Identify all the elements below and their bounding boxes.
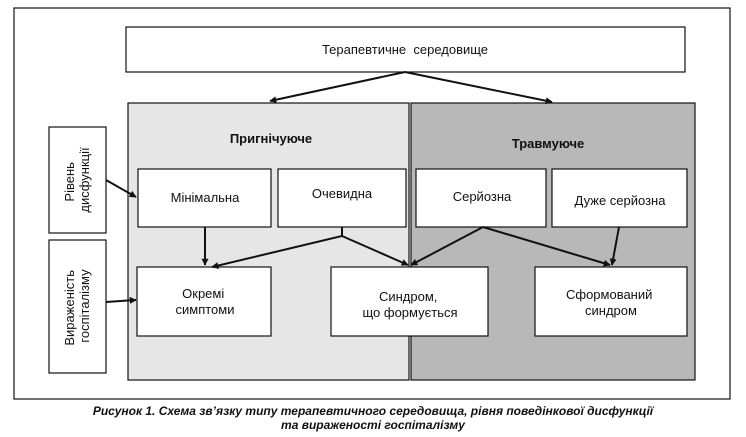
box-very-serious-line-1: Дуже серйозна xyxy=(575,193,667,208)
side-label-hospitalism: Вираженість госпіталізму xyxy=(62,266,92,345)
zone-title-traumatic: Травмуюче xyxy=(512,136,585,151)
box-forming-syndrome-label: Синдром, що формується xyxy=(362,289,457,320)
box-forming-syndrome-line-2: що формується xyxy=(362,305,457,320)
side-label-dysfunction: Рівень дисфункції xyxy=(62,147,92,213)
arrow-serious-to-forming xyxy=(410,226,484,266)
side-label-dysfunction-line-2: дисфункції xyxy=(77,147,92,213)
caption-line-2: та вираженості госпіталізму xyxy=(281,418,465,432)
box-symptoms-line-1: Окремі xyxy=(182,286,224,301)
box-formed-syndrome xyxy=(534,266,688,337)
top-box-label: Терапевтичне середовище xyxy=(322,42,488,57)
arrow-dysfunction-to-minimal xyxy=(105,179,137,198)
top-box-therapeutic-environment xyxy=(125,26,686,73)
box-very-serious xyxy=(551,168,688,228)
box-minimal-label: Мінімальна xyxy=(171,190,240,205)
side-box-hospitalism xyxy=(48,239,107,374)
box-serious-label: Серйозна xyxy=(453,189,512,204)
arrow-top-to-traumatic xyxy=(404,71,553,105)
zone-title-oppressive: Пригнічуюче xyxy=(230,131,312,146)
box-serious xyxy=(415,168,547,228)
box-evident xyxy=(277,168,407,228)
box-formed-syndrome-line-2: синдром xyxy=(585,303,637,318)
arrow-hospitalism-to-symptoms xyxy=(105,296,137,304)
side-label-hospitalism-line-2: госпіталізму xyxy=(77,269,92,343)
box-symptoms xyxy=(136,266,272,337)
box-forming-syndrome-line-1: Синдром, xyxy=(379,289,437,304)
box-forming-syndrome xyxy=(330,266,489,337)
box-very-serious-label: Дуже серйозна xyxy=(575,193,667,208)
caption-line-1: Рисунок 1. Схема зв’язку типу терапевтич… xyxy=(92,404,654,418)
figure-caption: Рисунок 1. Схема зв’язку типу терапевтич… xyxy=(0,404,746,432)
box-evident-label: Очевидна xyxy=(312,186,373,201)
arrow-top-to-oppressive xyxy=(269,71,406,104)
box-minimal-line-1: Мінімальна xyxy=(171,190,240,205)
box-formed-syndrome-label: Сформований синдром xyxy=(566,287,656,318)
side-label-hospitalism-line-1: Вираженість xyxy=(62,270,77,346)
side-label-dysfunction-line-1: Рівень xyxy=(62,162,77,202)
box-formed-syndrome-line-1: Сформований xyxy=(566,287,652,302)
arrow-serious-to-formed xyxy=(482,226,611,267)
arrow-very-serious-to-formed xyxy=(609,226,620,266)
side-box-dysfunction xyxy=(48,126,107,234)
box-symptoms-line-2: симптоми xyxy=(176,302,235,317)
outer-frame xyxy=(13,7,731,400)
box-symptoms-label: Окремі симптоми xyxy=(176,286,235,317)
box-evident-line-1: Очевидна xyxy=(312,186,373,201)
arrow-evident-to-forming xyxy=(341,235,409,266)
box-serious-line-1: Серйозна xyxy=(453,189,512,204)
